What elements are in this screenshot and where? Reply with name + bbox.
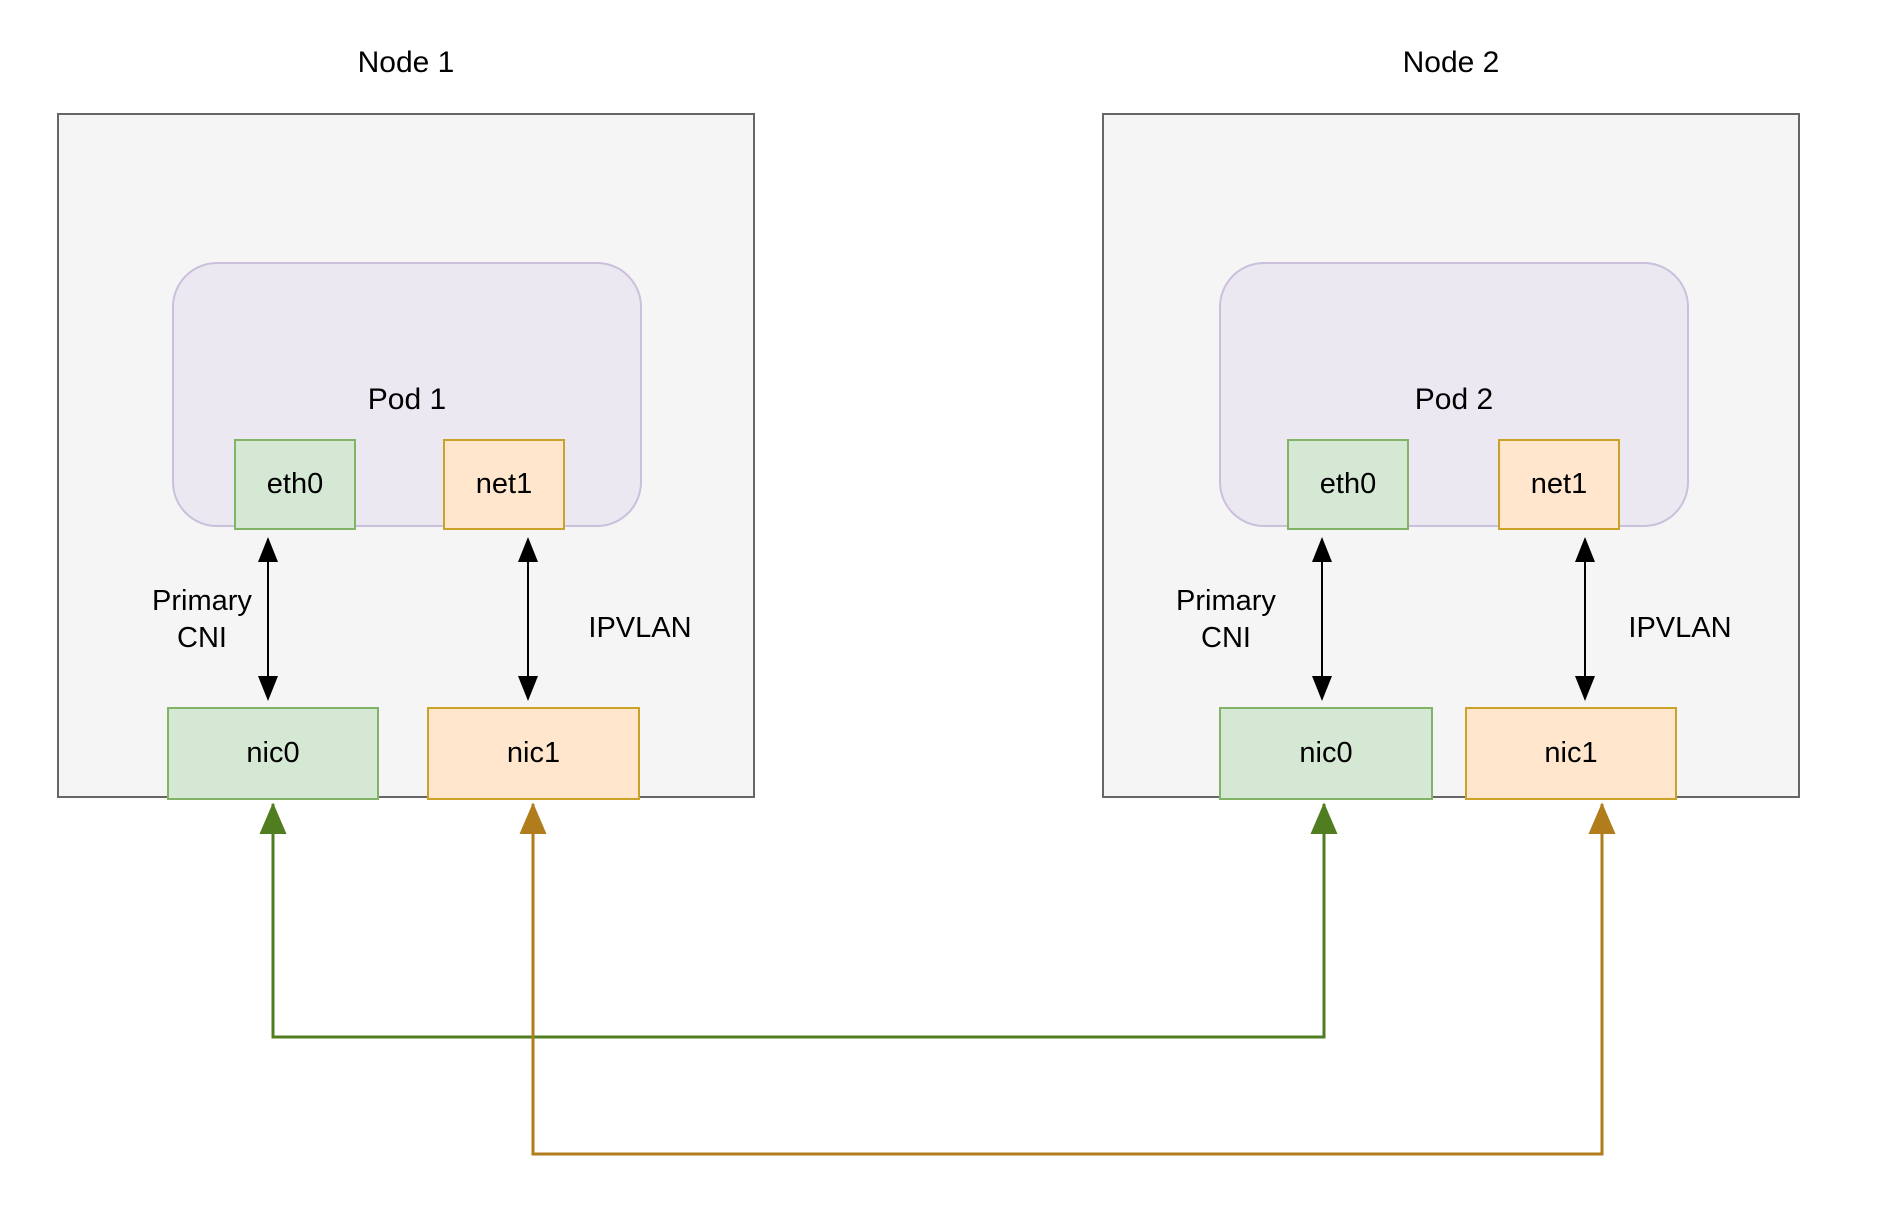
node-2-nic1: nic1 [1465,707,1677,800]
node-1-title: Node 1 [357,46,455,79]
node-1-pod-interface-eth0: eth0 [234,439,356,530]
node-1-nic1: nic1 [427,707,640,800]
node-1-primary-cni-label: Primary CNI [152,585,252,654]
link-nic0-to-nic0 [259,802,1338,1039]
node-2-title: Node 2 [1402,46,1500,79]
node-2-nic0: nic0 [1219,707,1433,800]
node-1-ipvlan-label: IPVLAN [588,612,692,644]
pod-2-title: Pod 2 [1414,383,1494,416]
pod-1-title: Pod 1 [367,383,447,416]
node-2-primary-cni-label: Primary CNI [1176,585,1276,654]
node-1-pod-interface-net1: net1 [443,439,565,530]
node-2-pod-interface-eth0: eth0 [1287,439,1409,530]
node-2-pod-interface-net1: net1 [1498,439,1620,530]
node-2-ipvlan-label: IPVLAN [1628,612,1732,644]
link-nic1-to-nic1 [519,802,1616,1156]
node-1-nic0: nic0 [167,707,379,800]
